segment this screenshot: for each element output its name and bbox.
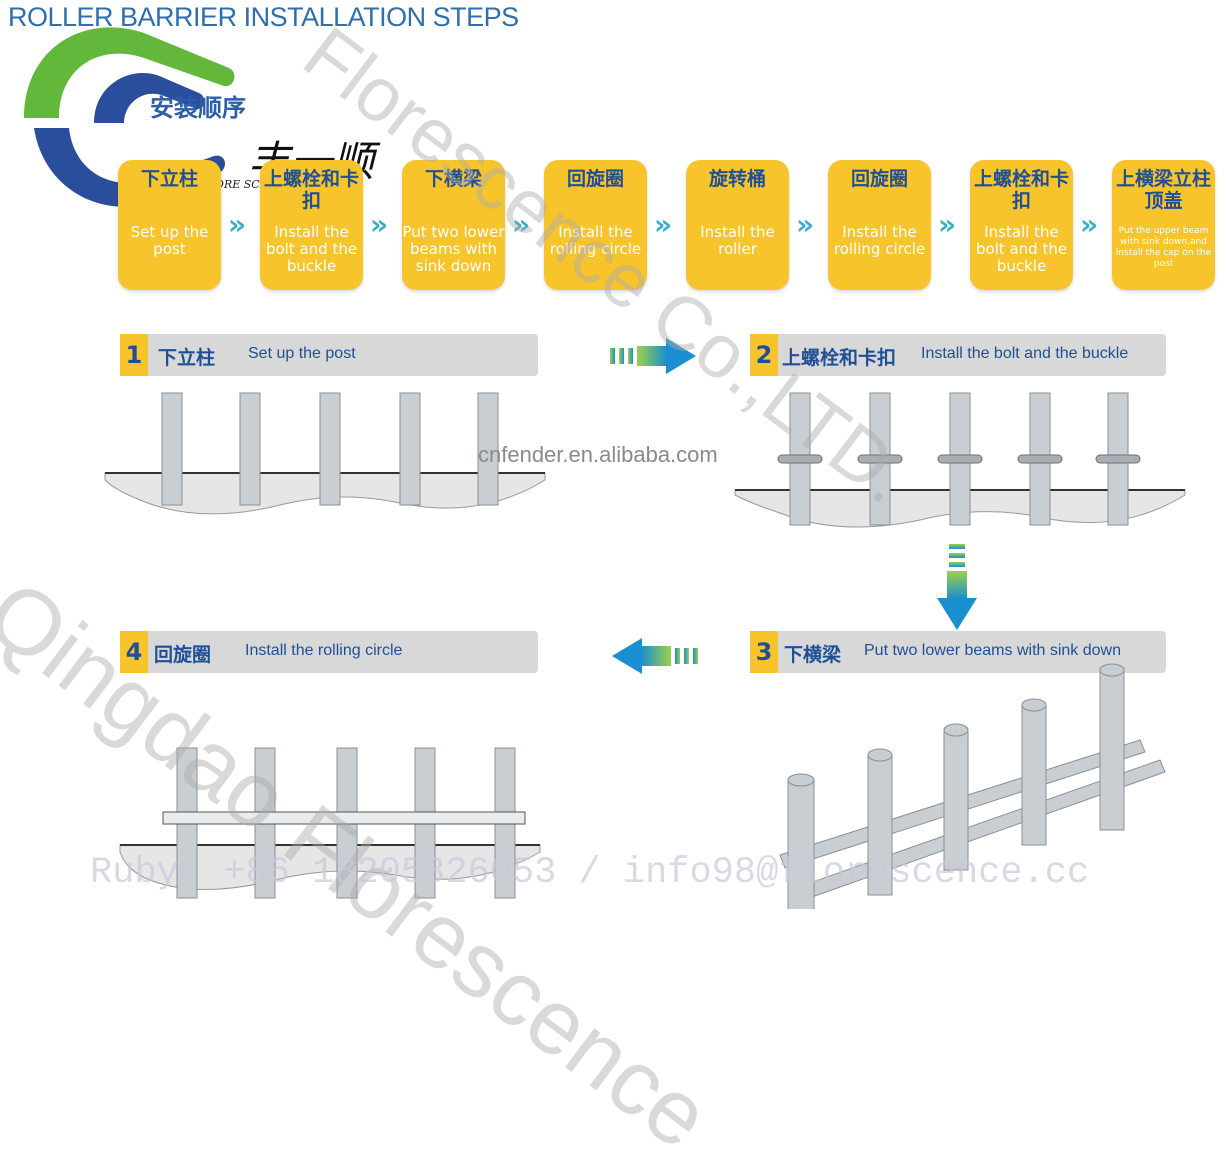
card-cn: 下立柱 <box>140 168 198 190</box>
step-banner-2: 2 上螺栓和卡扣 Install the bolt and the buckle <box>750 334 1166 376</box>
chevron-right-icon: » <box>512 208 531 241</box>
banner-en: Set up the post <box>248 345 356 362</box>
banner-en: Install the bolt and the buckle <box>921 345 1129 362</box>
step-card-3: 下横梁 Put two lower beams with sink down <box>402 160 505 290</box>
illustration-rolling-circle <box>119 747 541 899</box>
subtitle-chinese: 安装顺序 <box>150 94 246 122</box>
step-card-5: 旋转桶 Install the roller <box>686 160 789 290</box>
illustration-beams <box>779 663 1166 909</box>
illustration-posts <box>104 392 546 515</box>
watermark-contact: Ruby: +86 18205326053 / info98@florescen… <box>90 852 1090 894</box>
arrow-down-icon <box>937 544 977 630</box>
chevron-right-icon: » <box>654 208 673 241</box>
page-title: ROLLER BARRIER INSTALLATION STEPS <box>8 2 519 32</box>
card-cn: 回旋圈 <box>850 168 908 190</box>
step-number: 2 <box>750 334 778 376</box>
step-banner-1: 1 下立柱 Set up the post <box>120 334 538 376</box>
banner-cn: 回旋圈 <box>154 644 212 666</box>
step-card-7: 上螺栓和卡扣 Install the bolt and the buckle <box>970 160 1073 290</box>
card-cn: 回旋圈 <box>566 168 624 190</box>
banner-cn: 上螺栓和卡扣 <box>782 347 897 369</box>
card-cn: 上横梁立柱顶盖 <box>1115 168 1211 212</box>
card-en: Install the rolling circle <box>549 223 642 258</box>
step-card-2: 上螺栓和卡扣 Install the bolt and the buckle <box>260 160 363 290</box>
arrow-right-icon <box>610 338 696 374</box>
banner-cn: 下立柱 <box>158 347 216 369</box>
illustration-bolts <box>734 392 1186 528</box>
banner-cn: 下横梁 <box>784 644 842 666</box>
arrow-left-icon <box>612 638 698 674</box>
chevron-right-icon: » <box>370 208 389 241</box>
chevron-right-icon: » <box>228 208 247 241</box>
chevron-right-icon: » <box>1080 208 1099 241</box>
steps-row: 下立柱 Set up the post » 上螺栓和卡扣 Install the b… <box>118 160 1218 292</box>
watermark-site: cnfender.en.alibaba.com <box>478 442 718 467</box>
card-cn: 上螺栓和卡扣 <box>263 168 359 212</box>
card-en: Install the roller <box>700 223 775 258</box>
step-number: 1 <box>120 334 148 376</box>
step-banner-4: 4 回旋圈 Install the rolling circle <box>120 631 538 673</box>
step-banner-3: 3 下横梁 Put two lower beams with sink down <box>750 631 1166 673</box>
step-card-4: 回旋圈 Install the rolling circle <box>544 160 647 290</box>
chevron-right-icon: » <box>796 208 815 241</box>
card-en: Put two lower beams with sink down <box>402 223 505 275</box>
card-en: Install the bolt and the buckle <box>265 223 358 275</box>
chevron-right-icon: » <box>938 208 957 241</box>
banner-en: Put two lower beams with sink down <box>864 642 1121 659</box>
card-en: Install the rolling circle <box>833 223 926 258</box>
step-number: 3 <box>750 631 778 673</box>
banner-en: Install the rolling circle <box>245 642 403 659</box>
card-cn: 旋转桶 <box>708 168 766 190</box>
step-card-1: 下立柱 Set up the post <box>118 160 221 290</box>
step-number: 4 <box>120 631 148 673</box>
card-cn: 下横梁 <box>424 168 482 190</box>
card-en: Put the upper beam with sink down,and in… <box>1115 226 1212 269</box>
card-en: Set up the post <box>130 223 209 258</box>
step-card-6: 回旋圈 Install the rolling circle <box>828 160 931 290</box>
card-en: Install the bolt and the buckle <box>975 223 1068 275</box>
card-cn: 上螺栓和卡扣 <box>973 168 1069 212</box>
step-card-8: 上横梁立柱顶盖 Put the upper beam with sink down… <box>1112 160 1215 290</box>
